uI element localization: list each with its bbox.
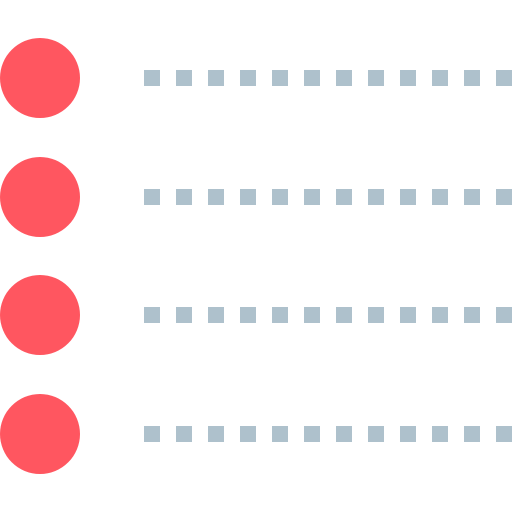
- list-row: [0, 275, 512, 355]
- line-dash: [368, 70, 384, 86]
- dotted-line: [144, 189, 512, 205]
- line-dash: [464, 307, 480, 323]
- line-dash: [496, 426, 512, 442]
- line-dash: [400, 307, 416, 323]
- line-dash: [304, 70, 320, 86]
- line-dash: [464, 426, 480, 442]
- line-dash: [336, 307, 352, 323]
- line-dash: [208, 189, 224, 205]
- line-dash: [272, 426, 288, 442]
- line-dash: [336, 70, 352, 86]
- line-dash: [400, 189, 416, 205]
- line-dash: [336, 189, 352, 205]
- list-row: [0, 157, 512, 237]
- line-dash: [240, 307, 256, 323]
- line-dash: [368, 189, 384, 205]
- line-dash: [496, 189, 512, 205]
- line-dash: [272, 189, 288, 205]
- dotted-line: [144, 426, 512, 442]
- line-dash: [304, 189, 320, 205]
- bullet-dot: [0, 38, 80, 118]
- line-dash: [272, 70, 288, 86]
- list-row: [0, 394, 512, 474]
- line-dash: [400, 426, 416, 442]
- bullet-dot: [0, 394, 80, 474]
- line-dash: [400, 70, 416, 86]
- line-dash: [240, 70, 256, 86]
- line-dash: [432, 307, 448, 323]
- line-dash: [368, 307, 384, 323]
- line-dash: [240, 426, 256, 442]
- line-dash: [144, 189, 160, 205]
- bullet-dot: [0, 157, 80, 237]
- line-dash: [432, 426, 448, 442]
- dotted-line: [144, 70, 512, 86]
- line-dash: [208, 307, 224, 323]
- line-dash: [144, 426, 160, 442]
- line-dash: [304, 426, 320, 442]
- line-dash: [304, 307, 320, 323]
- line-dash: [464, 189, 480, 205]
- line-dash: [464, 70, 480, 86]
- line-dash: [144, 307, 160, 323]
- line-dash: [208, 426, 224, 442]
- line-dash: [176, 70, 192, 86]
- line-dash: [272, 307, 288, 323]
- line-dash: [208, 70, 224, 86]
- line-dash: [240, 189, 256, 205]
- dotted-line: [144, 307, 512, 323]
- line-dash: [176, 189, 192, 205]
- line-dash: [336, 426, 352, 442]
- line-dash: [176, 426, 192, 442]
- line-dash: [368, 426, 384, 442]
- line-dash: [496, 307, 512, 323]
- line-dash: [496, 70, 512, 86]
- bullet-dot: [0, 275, 80, 355]
- list-row: [0, 38, 512, 118]
- line-dash: [176, 307, 192, 323]
- line-dash: [432, 189, 448, 205]
- line-dash: [432, 70, 448, 86]
- line-dash: [144, 70, 160, 86]
